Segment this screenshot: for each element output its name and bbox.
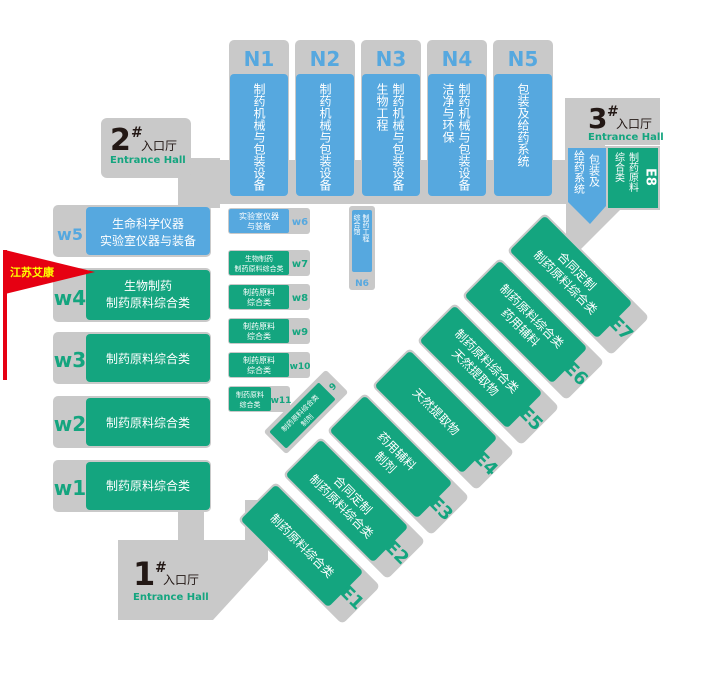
flag-label: 江苏艾康 — [10, 265, 55, 279]
svg-text:包装及给药系统: 包装及给药系统 — [516, 83, 530, 167]
hall-w2[interactable]: w2 制药原料综合类 — [54, 398, 210, 446]
hall-n6[interactable]: 制药工程 综合馆 N6 — [352, 210, 372, 289]
hall-n2[interactable]: N2 制药机械与包装设备 — [296, 47, 354, 196]
svg-text:w3: w3 — [54, 348, 86, 372]
hall-e8[interactable]: 包装及 给药系统 制药原料 综合类 E8 — [566, 146, 660, 250]
svg-text:w1: w1 — [54, 476, 86, 500]
hall-w6[interactable]: 实验室仪器 与装备 w6 — [229, 209, 308, 233]
svg-text:w11: w11 — [271, 396, 292, 406]
entrance-2-cn: 入口厅 — [141, 139, 177, 153]
svg-text:制药原料: 制药原料 — [243, 355, 275, 365]
svg-text:9: 9 — [328, 382, 340, 394]
hall-w-diagonal[interactable]: 制药原料综合类 制剂 9 — [264, 370, 349, 455]
hall-w8[interactable]: 制药原料 综合类 w8 — [229, 285, 308, 309]
svg-text:生命科学仪器: 生命科学仪器 — [112, 216, 184, 231]
svg-text:N3: N3 — [376, 47, 407, 71]
entrance-1-num: 1 — [133, 555, 155, 593]
svg-text:综合类: 综合类 — [247, 365, 271, 375]
svg-text:与装备: 与装备 — [247, 221, 271, 231]
svg-text:包装及: 包装及 — [588, 154, 601, 187]
svg-text:w10: w10 — [290, 362, 311, 372]
svg-text:制药原料综合类: 制药原料综合类 — [235, 264, 284, 273]
svg-text:N1: N1 — [244, 47, 275, 71]
svg-text:#: # — [155, 560, 167, 576]
hall-w3[interactable]: w3 制药原料综合类 — [54, 334, 210, 382]
svg-text:洁净与环保: 洁净与环保 — [441, 83, 455, 143]
entrance-1-cn: 入口厅 — [163, 573, 199, 587]
entrance-3-cn: 入口厅 — [616, 117, 652, 131]
svg-text:制药原料: 制药原料 — [243, 287, 275, 297]
hall-e4[interactable]: 天然提取物 E4 — [372, 348, 515, 491]
entrance-3-num: 3 — [588, 102, 607, 135]
hall-w10[interactable]: 制药原料 综合类 w10 — [229, 353, 310, 377]
svg-text:制药原料: 制药原料 — [236, 390, 264, 399]
hall-w7[interactable]: 生物制药 制药原料综合类 w7 — [229, 251, 308, 275]
hall-e2[interactable]: 合同定制 制药原料综合类 E2 — [283, 437, 426, 580]
hall-n4[interactable]: N4 制药机械与包装设备 洁净与环保 — [428, 47, 486, 196]
svg-text:综合馆: 综合馆 — [353, 213, 361, 236]
entrance-2-en: Entrance Hall — [110, 155, 186, 166]
svg-text:#: # — [131, 125, 143, 141]
svg-text:给药系统: 给药系统 — [573, 150, 586, 194]
hall-w1[interactable]: w1 制药原料综合类 — [54, 462, 210, 510]
svg-text:生物制药: 生物制药 — [124, 279, 172, 293]
svg-text:生物工程: 生物工程 — [375, 83, 389, 132]
svg-text:制药机械与包装设备: 制药机械与包装设备 — [252, 83, 266, 192]
svg-text:实验室仪器与装备: 实验室仪器与装备 — [100, 233, 196, 248]
svg-text:w4: w4 — [54, 286, 86, 310]
hall-w11[interactable]: 制药原料 综合类 w11 — [229, 387, 291, 411]
svg-text:制药原料: 制药原料 — [243, 321, 275, 331]
svg-text:制药机械与包装设备: 制药机械与包装设备 — [457, 83, 471, 192]
svg-text:制药机械与包装设备: 制药机械与包装设备 — [318, 83, 332, 192]
svg-text:制药原料: 制药原料 — [627, 151, 639, 193]
hall-w4[interactable]: w4 生物制药 制药原料综合类 — [54, 270, 210, 320]
hall-n5[interactable]: N5 包装及给药系统 — [494, 47, 552, 196]
svg-text:N5: N5 — [508, 47, 539, 71]
flag-banner — [5, 250, 95, 294]
svg-text:制药原料综合类: 制药原料综合类 — [106, 295, 190, 310]
svg-text:E8: E8 — [643, 168, 658, 186]
svg-text:综合类: 综合类 — [247, 331, 271, 341]
entrance-2: 2 # 入口厅 Entrance Hall — [101, 118, 191, 178]
hall-e7[interactable]: 合同定制 制药原料综合类 E7 — [507, 213, 650, 356]
svg-text:N4: N4 — [442, 47, 473, 71]
svg-text:N2: N2 — [310, 47, 341, 71]
location-flag: 江苏艾康 — [3, 250, 95, 380]
entrance-2-num: 2 — [110, 123, 131, 158]
svg-text:w2: w2 — [54, 412, 86, 436]
svg-text:w9: w9 — [292, 327, 308, 338]
svg-text:w5: w5 — [57, 225, 83, 244]
hall-e3[interactable]: 药用辅料 制剂 E3 — [327, 393, 470, 536]
flag-pole — [3, 250, 7, 380]
svg-text:实验室仪器: 实验室仪器 — [239, 211, 279, 221]
svg-text:制药原料综合类: 制药原料综合类 — [106, 478, 190, 493]
svg-text:综合类: 综合类 — [613, 151, 625, 183]
entrance-3-en: Entrance Hall — [588, 132, 664, 143]
svg-text:制药原料综合类: 制药原料综合类 — [106, 351, 190, 366]
svg-text:综合类: 综合类 — [240, 400, 261, 409]
svg-text:生物制药: 生物制药 — [245, 254, 273, 263]
svg-text:制药机械与包装设备: 制药机械与包装设备 — [391, 83, 405, 192]
entrance-1: 1 # 入口厅 Entrance Hall — [118, 500, 268, 620]
entrance-1-en: Entrance Hall — [133, 592, 209, 603]
svg-text:N6: N6 — [355, 279, 369, 289]
hall-w5[interactable]: w5 生命科学仪器 实验室仪器与装备 — [57, 207, 210, 255]
hall-w9[interactable]: 制药原料 综合类 w9 — [229, 319, 308, 343]
svg-text:w8: w8 — [292, 293, 308, 304]
hall-n1[interactable]: N1 制药机械与包装设备 — [230, 47, 288, 196]
svg-text:综合类: 综合类 — [247, 297, 271, 307]
svg-text:w7: w7 — [292, 259, 308, 270]
svg-text:制药工程: 制药工程 — [362, 213, 370, 243]
svg-text:w6: w6 — [292, 217, 308, 228]
svg-text:#: # — [607, 104, 619, 120]
svg-text:制药原料综合类: 制药原料综合类 — [106, 415, 190, 430]
hall-n3[interactable]: N3 制药机械与包装设备 生物工程 — [362, 47, 420, 196]
